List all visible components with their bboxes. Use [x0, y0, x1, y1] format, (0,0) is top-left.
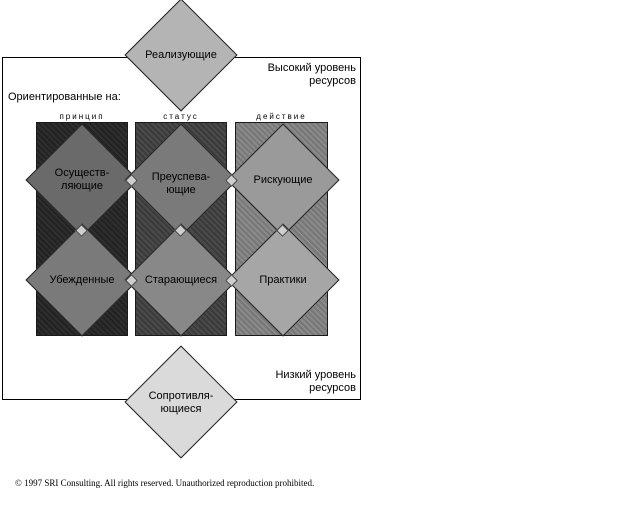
column-heading-action: действие — [256, 112, 307, 121]
column-heading-principle: принцип — [59, 112, 105, 121]
low-resources-label: Низкий уровень ресурсов — [246, 369, 356, 395]
label-achievers: Преуспева- ющие — [151, 171, 211, 196]
label-believers: Убежденные — [49, 274, 115, 286]
label-strivers: Старающиеся — [144, 274, 218, 286]
high-resources-label: Высокий уровень ресурсов — [246, 62, 356, 88]
low-resources-line2: ресурсов — [309, 382, 356, 394]
copyright-notice: © 1997 SRI Consulting. All rights reserv… — [15, 478, 315, 488]
oriented-on-label: Ориентированные на: — [8, 91, 121, 103]
top-diamond-label: Реализующие — [145, 49, 217, 61]
high-resources-line1: Высокий уровень — [267, 62, 356, 74]
label-experiencers: Рискующие — [253, 174, 313, 186]
high-resources-line2: ресурсов — [309, 75, 356, 87]
label-actualizers: Осуществ- ляющие — [54, 167, 110, 192]
label-makers: Практики — [259, 274, 307, 286]
bottom-diamond-label: Сопротивля- ющиеся — [148, 390, 214, 415]
low-resources-line1: Низкий уровень — [275, 369, 356, 381]
column-heading-status: статус — [163, 112, 199, 121]
